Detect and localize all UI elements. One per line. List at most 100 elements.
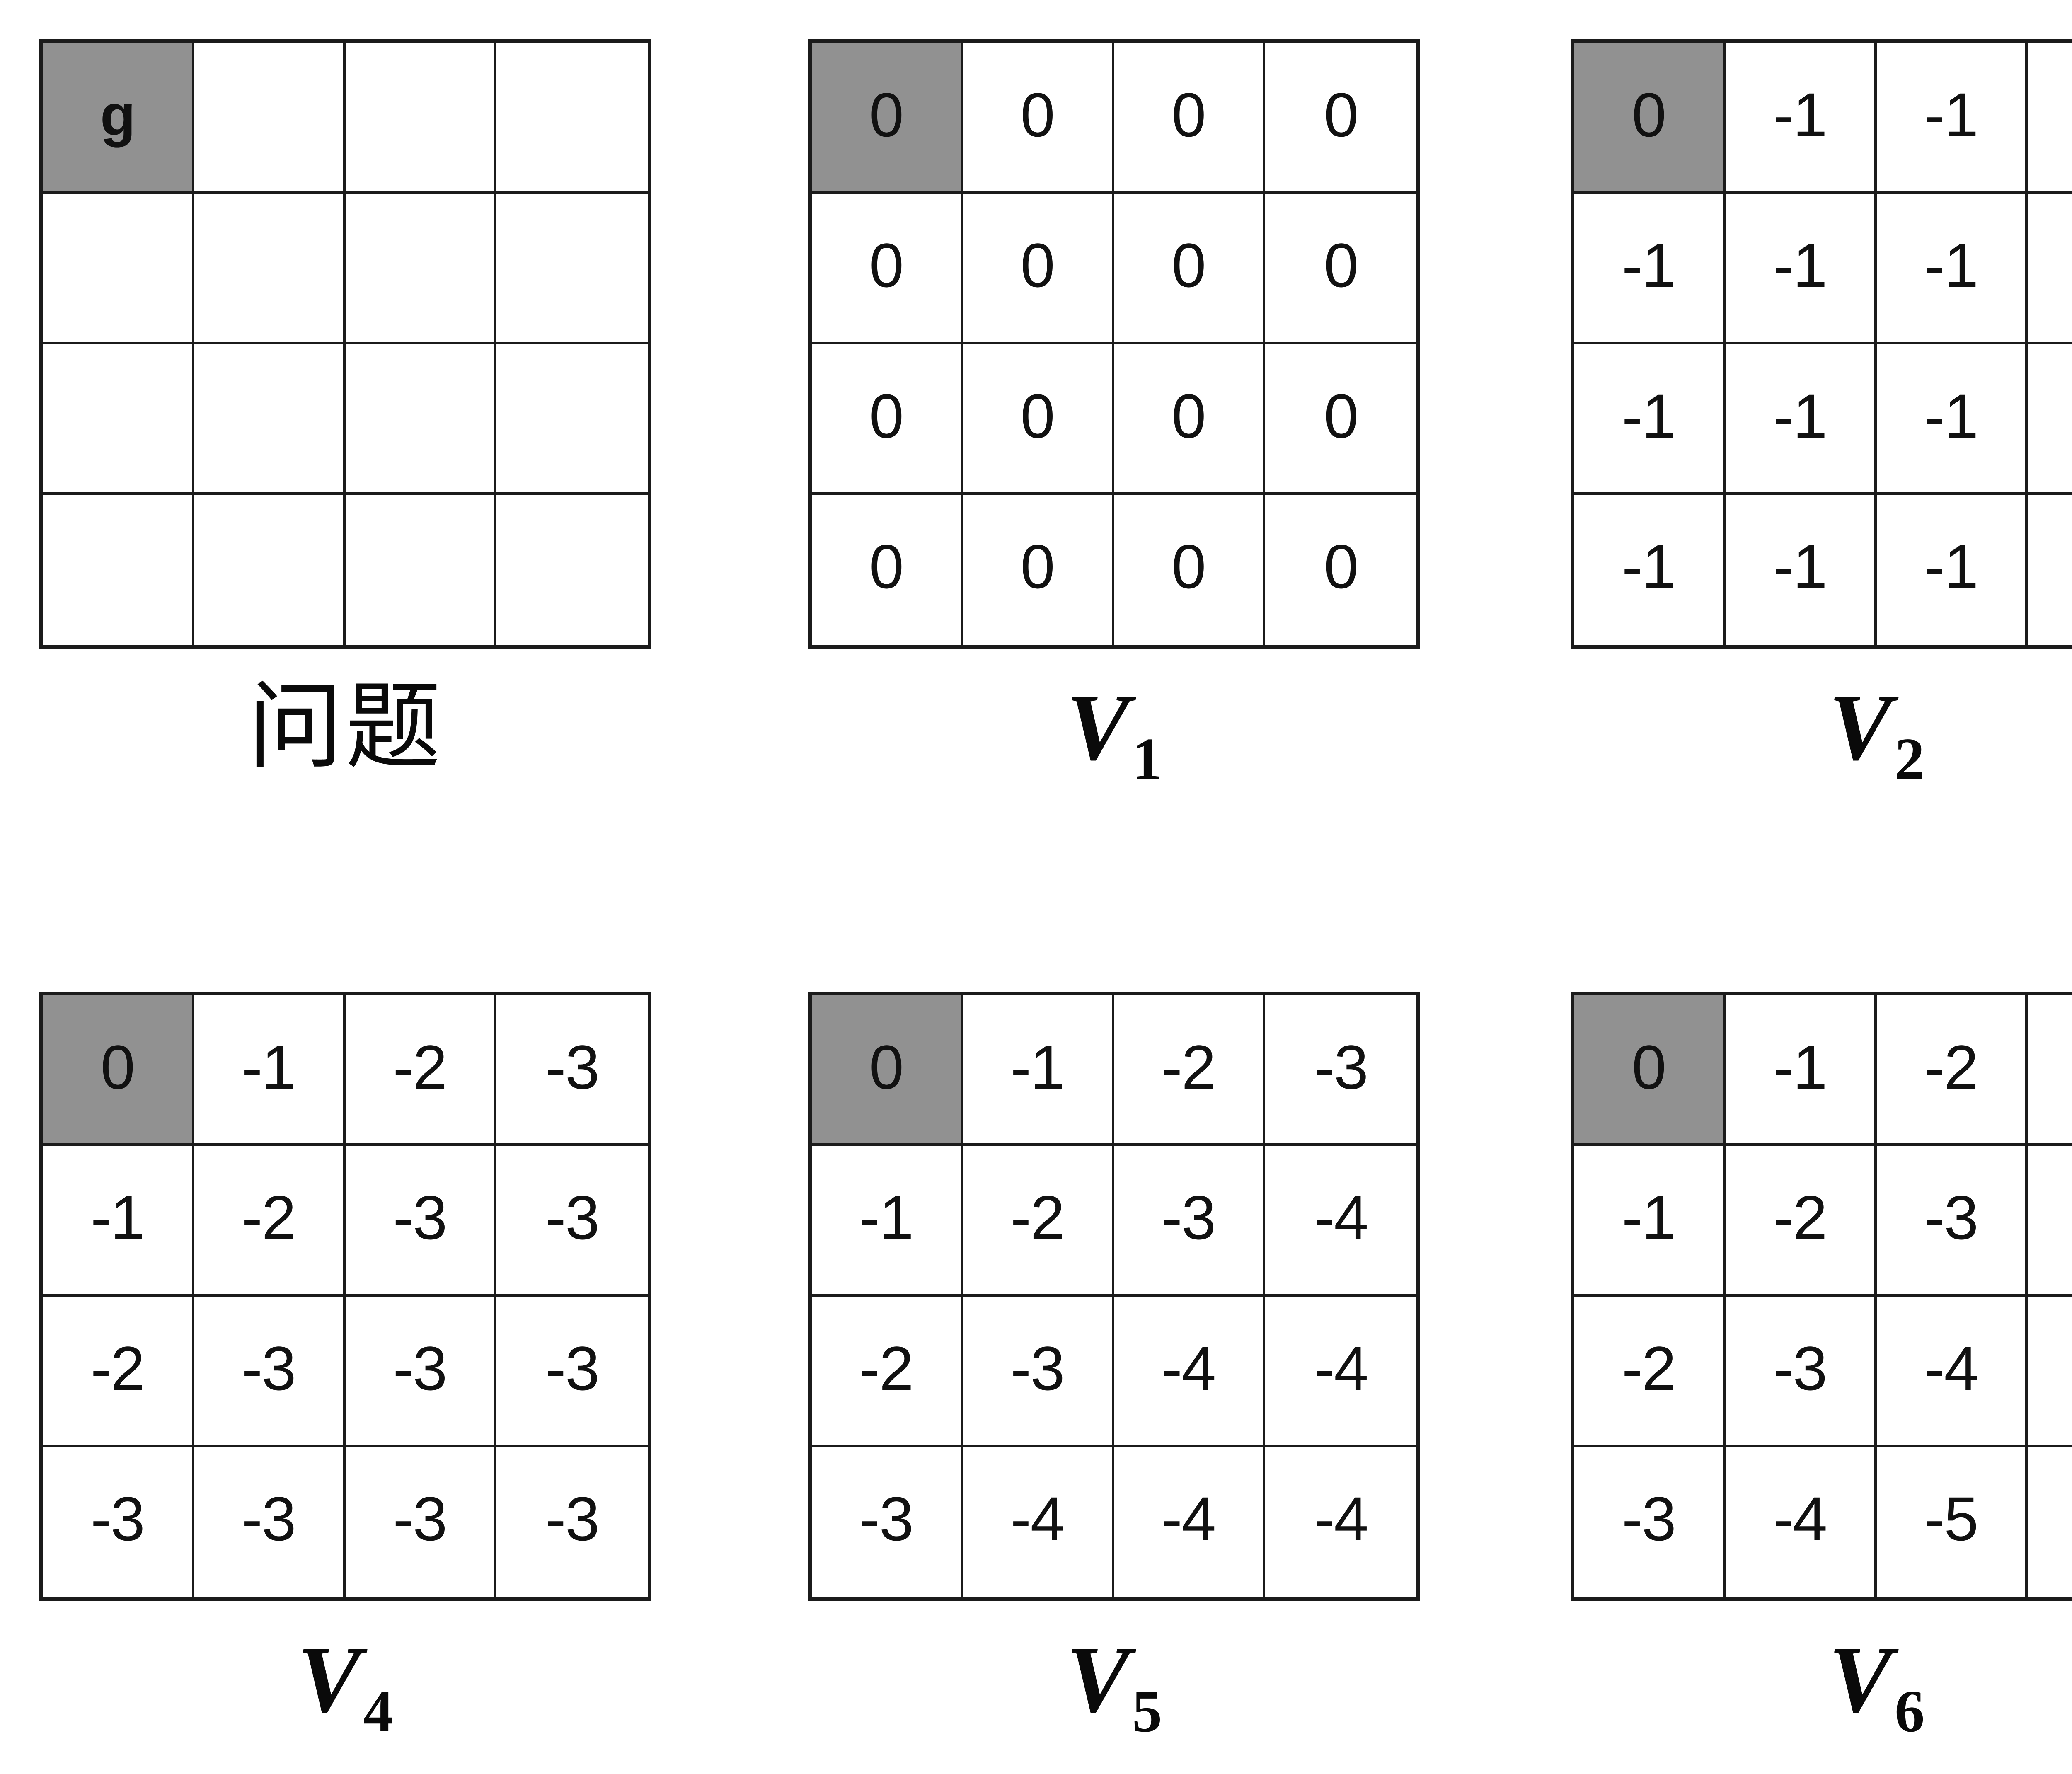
cell-value: -1 (1622, 230, 1676, 300)
grid-cell: -3 (1265, 995, 1416, 1146)
grid-cell: -1 (1725, 194, 1877, 344)
caption-subscript: 4 (363, 1678, 394, 1745)
grid-cell: -3 (1114, 1146, 1266, 1297)
cell-value: 0 (1020, 230, 1055, 300)
grid-cell-goal: 0 (812, 995, 963, 1146)
grid-cell-goal: 0 (1574, 43, 1726, 194)
grid-cell: -1 (1725, 995, 1877, 1146)
cell-value: 0 (869, 80, 904, 150)
grid-cell (43, 494, 194, 645)
grid-table: 0-1-2-3-1-2-3-4-2-3-4-4-3-4-4-4 (808, 992, 1420, 1601)
cell-value: -3 (545, 1333, 600, 1403)
panel-caption-v6: V6 (1571, 1632, 2072, 1742)
grid-cell: -2 (345, 995, 497, 1146)
caption-symbol: V (1066, 1626, 1130, 1732)
cell-value: 0 (1172, 381, 1206, 451)
cell-value: -1 (1773, 80, 1827, 150)
grid-cell (194, 43, 346, 194)
grid-table: 0-1-1-1-1-1-1-1-1-1-1-1-1-1-1-1 (1571, 39, 2072, 649)
grid-cell (194, 194, 346, 344)
grid-cell: 0 (963, 43, 1114, 194)
panel-caption-v5: V5 (808, 1632, 1420, 1742)
cell-value: -4 (1314, 1333, 1368, 1403)
grid-cell: -5 (1876, 1447, 2028, 1597)
grid-cell: -1 (1876, 494, 2028, 645)
grid-cell: -3 (2028, 995, 2072, 1146)
grid-cell: -1 (963, 995, 1114, 1146)
grid-cell: 0 (812, 494, 963, 645)
caption-label: 问题 (247, 672, 443, 782)
value-grid-panel-v6: 0-1-2-3-1-2-3-4-2-3-4-5-3-4-5-5V6 (1571, 992, 2072, 1741)
grid-cell: -2 (812, 1296, 963, 1447)
grid-cell: -1 (1574, 494, 1726, 645)
grid-cell: -4 (1265, 1447, 1416, 1597)
grid-cell: 0 (1265, 43, 1416, 194)
cell-value: -4 (1010, 1484, 1065, 1554)
grid-cell: 0 (963, 494, 1114, 645)
cell-value: -1 (1924, 80, 1978, 150)
grid-cell: -3 (496, 1146, 648, 1297)
panel-caption-v2: V2 (1571, 680, 2072, 789)
grid-cell: -1 (1725, 494, 1877, 645)
grid-cell: -5 (2028, 1296, 2072, 1447)
cell-value: -4 (1314, 1484, 1368, 1554)
cell-value: -3 (1162, 1183, 1216, 1253)
grid-cell (345, 344, 497, 495)
caption-subscript: 2 (1894, 726, 1925, 792)
cell-value: -4 (1162, 1333, 1216, 1403)
cell-value: -1 (1773, 230, 1827, 300)
grid-cell: -2 (43, 1296, 194, 1447)
cell-value: -3 (393, 1333, 447, 1403)
grid-cell: -2 (1114, 995, 1266, 1146)
cell-value: -1 (1924, 230, 1978, 300)
grid-cell: -1 (1876, 194, 2028, 344)
cell-value: -4 (1773, 1484, 1827, 1554)
cell-value: -3 (242, 1333, 296, 1403)
grid-cell: -3 (812, 1447, 963, 1597)
grid-cell: -3 (496, 1296, 648, 1447)
cell-value: 0 (1172, 230, 1206, 300)
cell-value: -4 (1314, 1183, 1368, 1253)
grid-cell: -3 (496, 995, 648, 1146)
grid-cell: 0 (963, 194, 1114, 344)
cell-value: 0 (1324, 230, 1358, 300)
cell-value: -3 (1010, 1333, 1065, 1403)
cell-value: -2 (1162, 1032, 1216, 1102)
caption-subscript: 6 (1894, 1678, 1925, 1745)
cell-value: -3 (1924, 1183, 1978, 1253)
grid-cell: -1 (1574, 344, 1726, 495)
grid-cell: 0 (1114, 194, 1266, 344)
cell-value: -3 (545, 1484, 600, 1554)
cell-value: -2 (1773, 1183, 1827, 1253)
cell-value: -1 (90, 1183, 145, 1253)
panel-caption-v1: V1 (808, 680, 1420, 789)
cell-value: 0 (1020, 381, 1055, 451)
cell-value: 0 (1631, 1032, 1666, 1102)
grid-cell: -2 (963, 1146, 1114, 1297)
grid-cell: -1 (1725, 344, 1877, 495)
grid-cell (345, 494, 497, 645)
grid-cell: -3 (345, 1447, 497, 1597)
grid-cell: 0 (1114, 494, 1266, 645)
caption-symbol: V (1828, 1626, 1893, 1732)
grid-cell (194, 344, 346, 495)
grid-cell: -1 (43, 1146, 194, 1297)
cell-value: -4 (1162, 1484, 1216, 1554)
cell-value: -3 (859, 1484, 914, 1554)
cell-value: -1 (1773, 381, 1827, 451)
grid-cell: -2 (1876, 995, 2028, 1146)
grid-cell: -2 (1574, 1296, 1726, 1447)
cell-value: -3 (545, 1183, 600, 1253)
grid-cell (496, 494, 648, 645)
grid-cell: -3 (345, 1146, 497, 1297)
cell-value: -2 (90, 1333, 145, 1403)
cell-value: 0 (1172, 80, 1206, 150)
cell-value: -3 (393, 1183, 447, 1253)
grid-cell (43, 194, 194, 344)
cell-value: 0 (1324, 80, 1358, 150)
grid-cell: -3 (194, 1296, 346, 1447)
grid-cell (194, 494, 346, 645)
cell-value: 0 (1020, 531, 1055, 601)
grid-cell: -4 (1876, 1296, 2028, 1447)
